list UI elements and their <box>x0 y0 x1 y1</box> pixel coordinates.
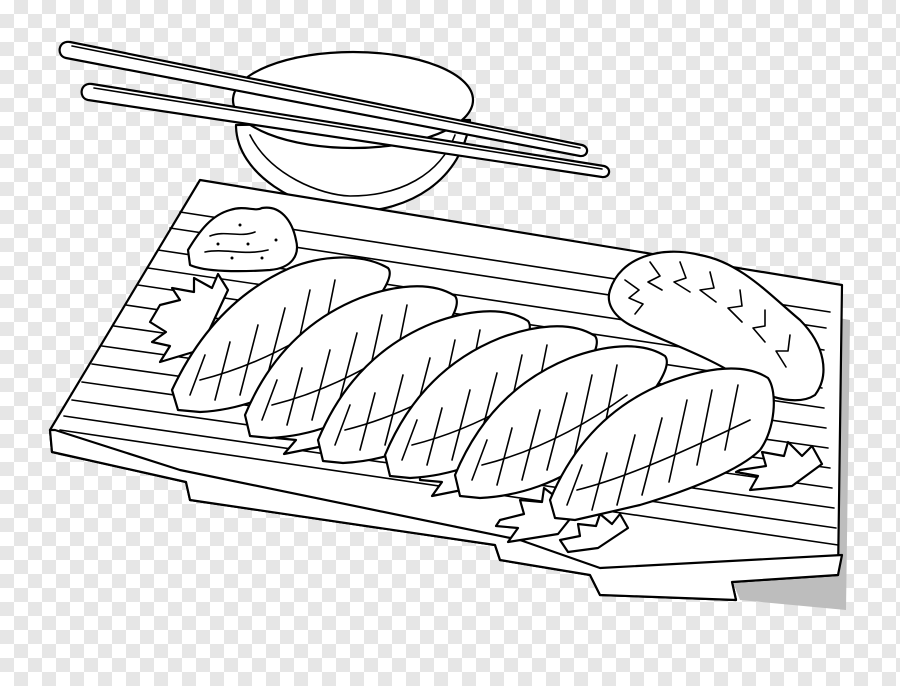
sashimi-slice-icon <box>453 345 668 500</box>
wasabi-icon <box>186 206 299 273</box>
chopsticks-icon <box>58 40 611 179</box>
sashimi-slice-icon <box>548 367 775 522</box>
seaweed-garnish-icon <box>607 250 825 402</box>
